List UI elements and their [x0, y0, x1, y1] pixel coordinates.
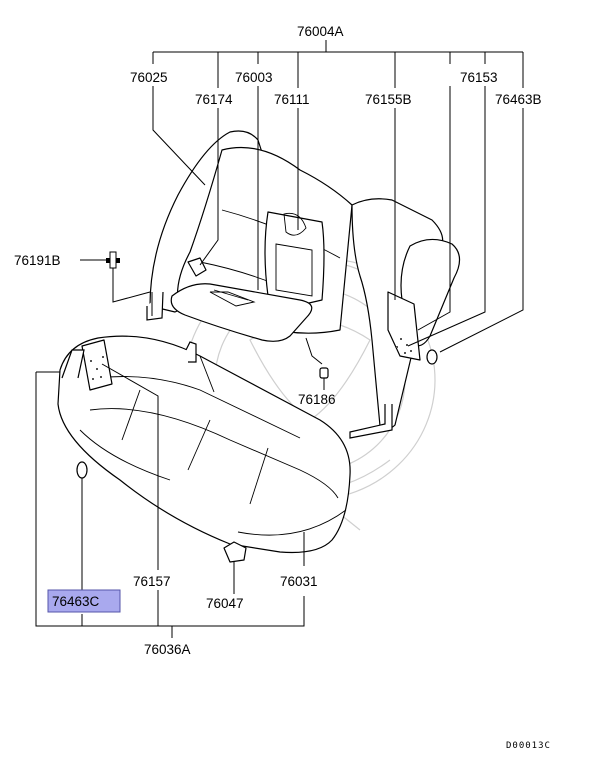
- label-76186[interactable]: 76186: [298, 392, 336, 407]
- label-76157[interactable]: 76157: [133, 574, 171, 589]
- label-76174[interactable]: 76174: [195, 92, 233, 107]
- ring-76463c-icon: [76, 461, 88, 479]
- label-76463b[interactable]: 76463B: [495, 92, 542, 107]
- label-76191b[interactable]: 76191B: [14, 253, 61, 268]
- clip-76047-icon: [223, 541, 247, 563]
- label-76031[interactable]: 76031: [280, 574, 318, 589]
- label-76004a[interactable]: 76004A: [297, 24, 344, 39]
- grommet-icon: [319, 367, 329, 379]
- part-labels: 76004A 76025 76003 76153 76174 76111 761…: [14, 24, 551, 751]
- seat-cushion-body: [57, 335, 351, 554]
- left-hook-wire: [146, 291, 164, 321]
- seat-back-assembly: [106, 130, 461, 439]
- seat-cushion-assembly: [57, 335, 351, 563]
- cushion-left-bracket: [81, 339, 113, 391]
- leader-lines: [35, 40, 524, 638]
- label-76463c[interactable]: 76463C: [52, 594, 100, 609]
- label-76025[interactable]: 76025: [130, 70, 168, 85]
- label-76463c-highlight: [47, 589, 121, 613]
- label-76047[interactable]: 76047: [206, 596, 244, 611]
- label-76155b[interactable]: 76155B: [365, 92, 412, 107]
- bolt-icon: [106, 251, 120, 269]
- seatback-lower-tray: [170, 283, 313, 342]
- armrest-opening: [264, 211, 325, 307]
- label-76111[interactable]: 76111: [274, 92, 310, 107]
- right-hook-wire: [349, 404, 393, 439]
- ring-76463b-icon: [426, 349, 438, 365]
- right-striker-bracket: [387, 291, 421, 361]
- label-76153[interactable]: 76153: [460, 70, 498, 85]
- diagram-code: D00013C: [506, 741, 551, 751]
- label-76036a[interactable]: 76036A: [144, 642, 191, 657]
- label-76003[interactable]: 76003: [235, 70, 273, 85]
